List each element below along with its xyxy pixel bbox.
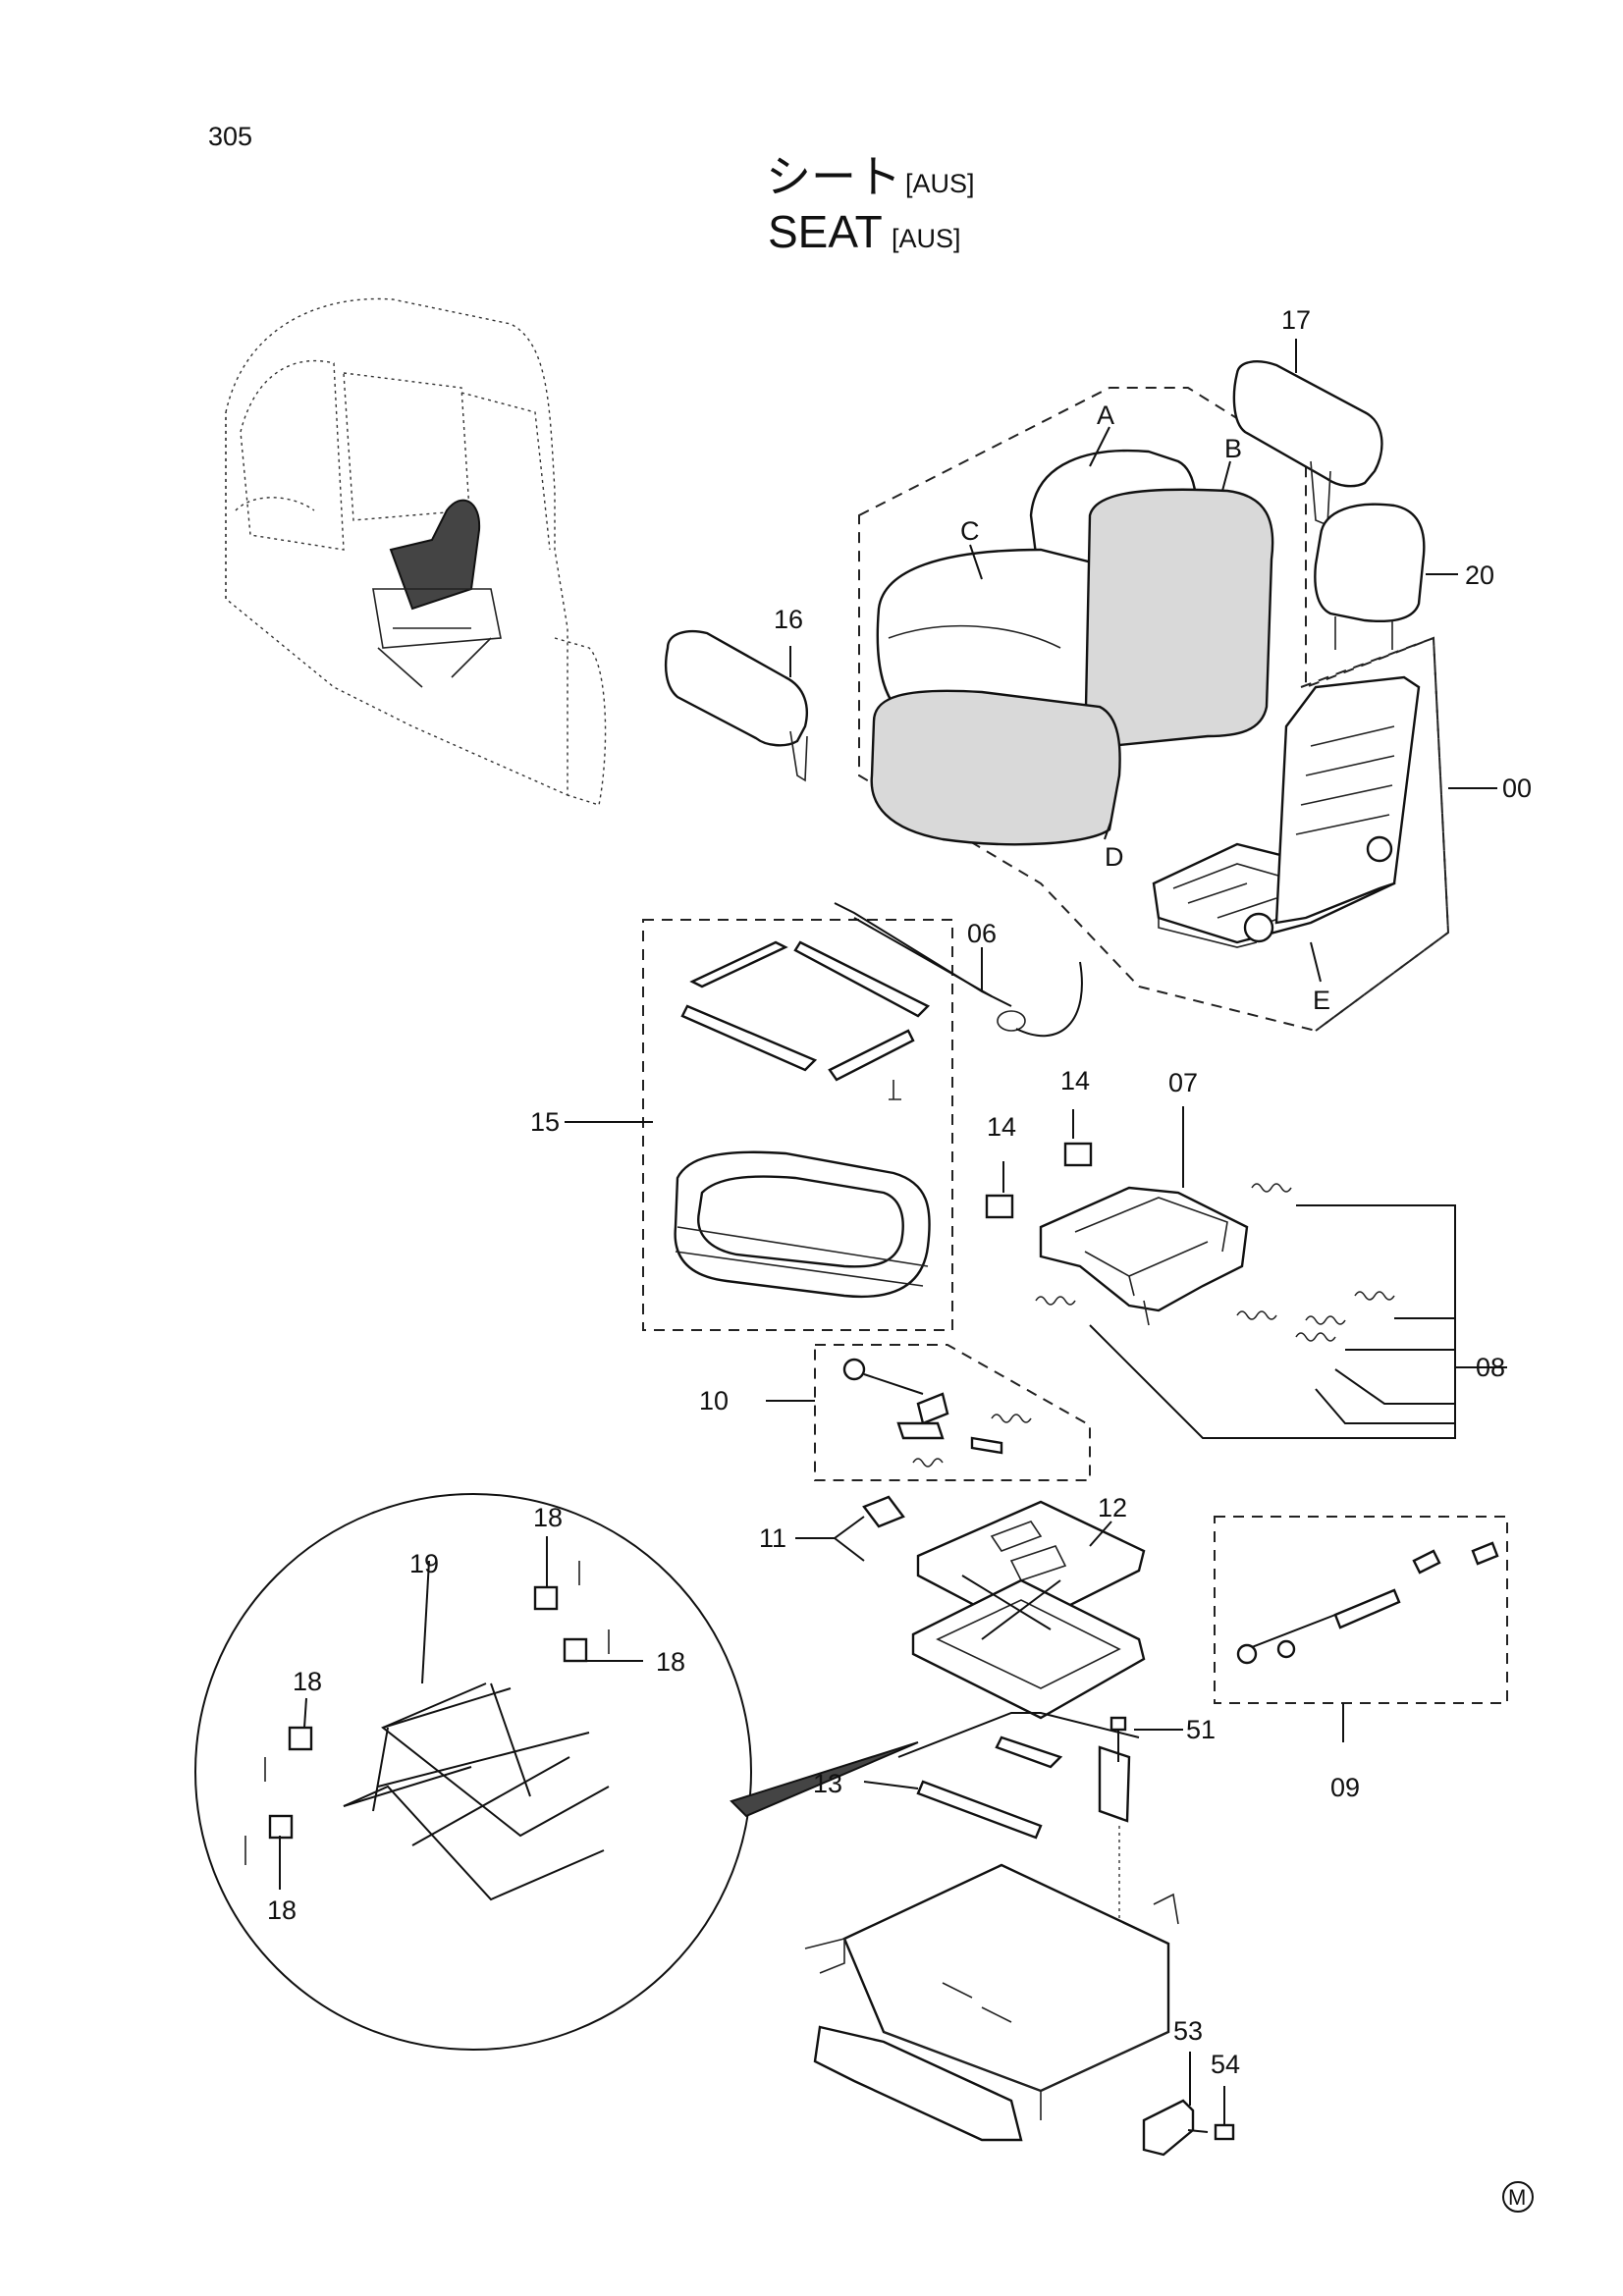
callout-16: 16: [774, 605, 803, 634]
callout-18-right: 18: [656, 1647, 685, 1677]
callout-20: 20: [1465, 561, 1494, 590]
title-japanese-region: [AUS]: [905, 169, 975, 198]
detail-block-18-top: [533, 1585, 559, 1611]
callout-10: 10: [699, 1386, 729, 1415]
callout-18-left: 18: [293, 1667, 322, 1696]
callout-e: E: [1313, 986, 1330, 1015]
detail-block-18-left: [288, 1726, 313, 1751]
seat-back-cover-b: [1084, 488, 1274, 748]
title-japanese: シート: [766, 151, 901, 202]
callout-18-bottom: 18: [267, 1896, 297, 1925]
callout-12: 12: [1098, 1493, 1127, 1522]
detail-view-pointer: [730, 1741, 919, 1818]
slide-rail-kit-boundary: [642, 919, 953, 1331]
detail-pins: [244, 1561, 610, 1865]
callout-c: C: [960, 516, 980, 546]
headrest-20: [1314, 503, 1426, 622]
detail-view-circle: [194, 1493, 752, 2051]
page-number: 305: [208, 122, 252, 151]
machine-cab-illustration: [225, 297, 607, 806]
callout-07: 07: [1168, 1068, 1198, 1097]
springs-08: [1035, 1183, 1395, 1342]
damper-kit-09: [1236, 1541, 1499, 1665]
adjuster-kit-boundary: [814, 1344, 1091, 1481]
callout-d: D: [1105, 842, 1124, 872]
callout-a: A: [1097, 400, 1114, 430]
rubber-stopper-14-upper: [1063, 1142, 1093, 1167]
clip-11: [862, 1495, 905, 1528]
leader-08: [1089, 1204, 1468, 1439]
seat-frame-e: [1152, 675, 1421, 948]
lever-13: [897, 1712, 1140, 1840]
cable-06: [834, 902, 1083, 1038]
rubber-stopper-14-lower: [985, 1194, 1014, 1219]
seat-cushion-cover-d: [870, 689, 1121, 846]
bolt-51: [1109, 1716, 1127, 1762]
callout-19: 19: [409, 1549, 439, 1578]
callout-54: 54: [1211, 2050, 1240, 2079]
callout-08: 08: [1476, 1353, 1505, 1382]
title-english: SEAT: [768, 206, 883, 257]
seat-assembly-boundary: [1300, 636, 1450, 1032]
callout-14-upper: 14: [1060, 1066, 1090, 1095]
callout-00: 00: [1502, 774, 1532, 803]
footer-mark: M: [1508, 2185, 1526, 2210]
bracket-53: [1142, 2099, 1195, 2157]
callout-15: 15: [530, 1107, 560, 1137]
leader-lines: [279, 339, 1507, 2125]
callout-53: 53: [1173, 2016, 1203, 2046]
callout-06: 06: [967, 919, 997, 948]
bolt-54: [1187, 2123, 1235, 2141]
slide-rail-kit-15: [674, 940, 931, 1299]
suspension-12: [911, 1500, 1146, 1720]
title-english-region: [AUS]: [892, 224, 961, 253]
damper-kit-boundary: [1214, 1516, 1508, 1704]
callout-09: 09: [1330, 1773, 1360, 1802]
callout-17: 17: [1281, 305, 1311, 335]
callout-b: B: [1224, 434, 1242, 463]
bracket-07: [1039, 1186, 1249, 1326]
callout-14-lower: 14: [987, 1112, 1016, 1142]
footer-mark-circle: [1502, 2181, 1534, 2213]
detail-block-18-right: [563, 1637, 588, 1663]
adjuster-kit-10: [842, 1358, 1032, 1468]
seat-base-frame: [804, 1863, 1179, 2142]
callout-51: 51: [1186, 1715, 1216, 1744]
callout-18-top: 18: [533, 1503, 563, 1532]
detail-scissor-frame-19: [343, 1682, 610, 1901]
armrest-left-16: [664, 629, 808, 747]
detail-block-18-bottom: [268, 1814, 294, 1840]
callout-11: 11: [759, 1523, 786, 1553]
armrest-right-17: [1232, 360, 1383, 488]
callout-13: 13: [813, 1769, 842, 1798]
